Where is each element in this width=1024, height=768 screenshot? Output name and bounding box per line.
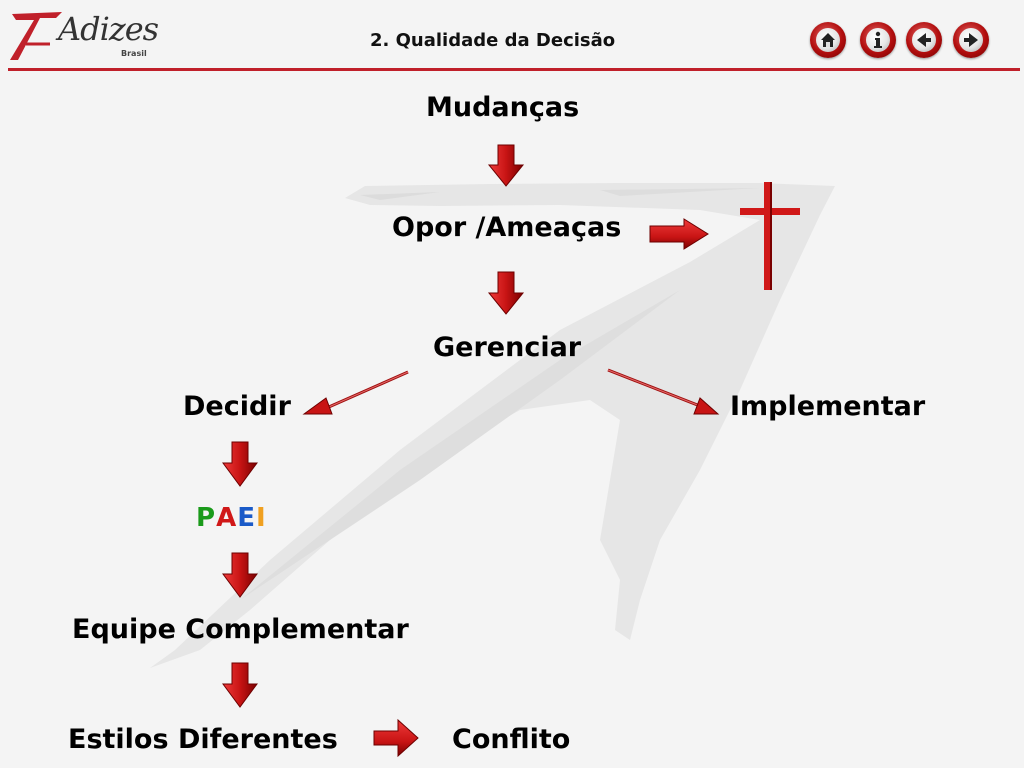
logo-word: Adizes (58, 10, 159, 48)
adizes-logo: Adizes Brasil (6, 4, 159, 64)
estilos-diferentes-label: Estilos Diferentes (68, 724, 338, 755)
paei-a: A (216, 503, 238, 533)
paei-i: I (255, 503, 267, 533)
page-title: 2. Qualidade da Decisão (370, 30, 616, 51)
header-divider (8, 68, 1020, 71)
paei-e: E (237, 503, 256, 533)
mudancas-label: Mudanças (426, 92, 580, 123)
forward-button[interactable] (953, 22, 989, 58)
gerenciar-label: Gerenciar (433, 332, 582, 363)
decidir-label: Decidir (183, 391, 291, 422)
header: Adizes Brasil 2. Qualidade da Decisão (0, 0, 1024, 74)
paei-p: P (196, 503, 217, 533)
arrow-left-icon (917, 33, 931, 47)
info-icon (874, 31, 882, 48)
logo-subtext: Brasil (121, 49, 147, 58)
back-button[interactable] (906, 22, 942, 58)
conflito-label: Conflito (452, 724, 571, 755)
info-button[interactable] (860, 22, 896, 58)
arrow-right-icon (964, 33, 978, 47)
adizes-logo-mark-icon (10, 12, 62, 60)
implementar-label: Implementar (730, 391, 926, 422)
opor-ameacas-label: Opor /Ameaças (392, 212, 622, 243)
equipe-complementar-label: Equipe Complementar (72, 614, 409, 645)
home-button[interactable] (810, 22, 846, 58)
home-icon (821, 33, 835, 47)
paei-label: PAEI (196, 503, 267, 533)
